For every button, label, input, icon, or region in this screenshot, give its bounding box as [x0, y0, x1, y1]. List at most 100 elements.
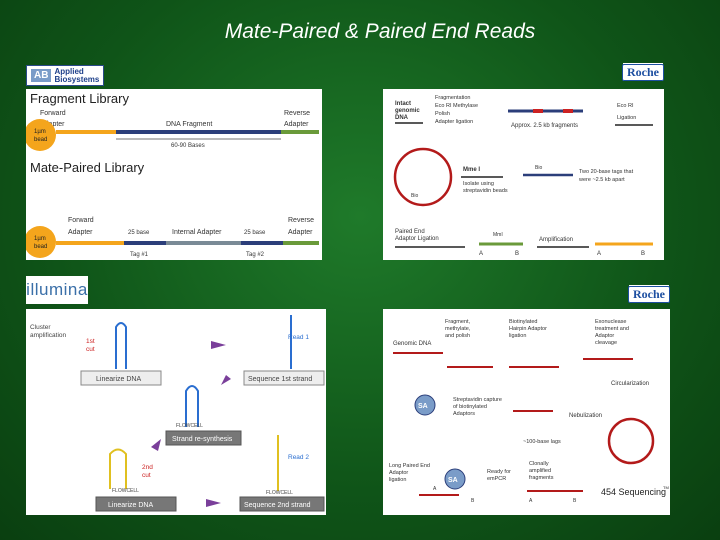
- approx-label: Approx. 2.5 kb fragments: [511, 123, 578, 129]
- amplification-label: Amplification: [539, 237, 573, 243]
- paired-end-line1: Paired End: [395, 229, 425, 235]
- label-b-454-right: B: [573, 498, 577, 504]
- dna-fragment-bar: [116, 130, 281, 134]
- fragment-step-line2: methylate,: [445, 326, 471, 332]
- clonally-line3: fragments: [529, 475, 554, 481]
- mp-adapter-left-label: Adapter: [68, 229, 93, 236]
- sequence2-label: Sequence 2nd strand: [244, 502, 311, 509]
- arrow-to-resynthesis: [221, 375, 231, 385]
- resynthesis-box: [165, 430, 242, 446]
- read1-label: Read 1: [288, 334, 309, 341]
- exonuclease-line1: Exonuclease: [595, 319, 627, 325]
- internal-adapter-bar: [166, 241, 241, 245]
- nebulization-label: Nebulization: [569, 413, 602, 419]
- illumina-paired-end-diagram: Cluster amplification 1st cut Linearize …: [30, 315, 325, 512]
- step-eco-methylase: Eco RI Methylase: [435, 103, 478, 109]
- ab-logo-mark: AB: [31, 69, 52, 82]
- fragment-marker-1: [533, 109, 543, 113]
- linearize2-box: [95, 496, 177, 512]
- base25-right-label: 25 base: [244, 230, 266, 236]
- step-eco-ri: Eco RI: [617, 103, 634, 109]
- roche-logo-bottom: Roche: [628, 285, 670, 303]
- bead-label-1: 1µm: [34, 129, 46, 135]
- ready-line2: emPCR: [487, 476, 506, 482]
- mme-short-label: MmI: [493, 232, 503, 238]
- forward-adapter-bar: [56, 130, 116, 134]
- label-a-right: A: [597, 251, 601, 257]
- bead-mate-paired: [26, 226, 56, 258]
- exonuclease-line4: cleavage: [595, 340, 617, 346]
- genomic-dna-label: Genomic DNA: [393, 341, 431, 347]
- paired-end-line2: Adaptor Ligation: [395, 236, 439, 242]
- intact-dna-line1: Intact: [395, 101, 411, 107]
- biotinylated-line3: ligation: [509, 333, 526, 339]
- tag2-label: Tag #2: [246, 252, 265, 258]
- circularized-dna: [393, 147, 453, 207]
- second-cut-line1: 2nd: [142, 464, 153, 471]
- lags-label: ~100-base lags: [523, 439, 561, 445]
- mp-forward-adapter-bar: [56, 241, 124, 245]
- fragment-marker-2: [563, 109, 573, 113]
- mme-label: Mme I: [463, 167, 480, 173]
- mp-adapter-right-label: Adapter: [288, 229, 313, 236]
- label-a-454-left: A: [433, 486, 437, 492]
- roche-454-diagram: Genomic DNA Fragment, methylate, and pol…: [389, 319, 669, 504]
- tags-note-line1: Two 20-base tags that: [579, 169, 634, 175]
- isolate-line2: streptavidin beads: [463, 188, 508, 194]
- long-paired-line2: Adaptor: [389, 470, 408, 476]
- flowcell-label-3: FLOWCELL: [266, 490, 293, 496]
- cluster-strand: [115, 322, 127, 369]
- fragment-library-heading: Fragment Library: [30, 91, 129, 106]
- intact-dna-line2: genomic: [395, 108, 420, 114]
- reverse-label: Reverse: [284, 110, 310, 117]
- fragment-library-panel: Fragment Library Forward Adapter DNA Fra…: [26, 89, 322, 260]
- fragment-step-line1: Fragment,: [445, 319, 471, 325]
- mp-reverse-label: Reverse: [288, 217, 314, 224]
- roche-logo-top: Roche: [622, 63, 664, 81]
- step-polish: Polish: [435, 111, 450, 117]
- adapter-label-left: Adapter: [40, 121, 65, 128]
- cluster-amp-line1: Cluster: [30, 324, 51, 331]
- circularized-dna-454: [607, 417, 655, 465]
- second-cluster-strand: [109, 448, 127, 489]
- resynthesis-strand: [185, 385, 199, 427]
- step-fragmentation: Fragmentation: [435, 95, 470, 101]
- exonuclease-line2: treatment and: [595, 326, 629, 332]
- tag1-label: Tag #1: [130, 252, 149, 258]
- forward-label: Forward: [40, 110, 66, 117]
- mp-forward-label: Forward: [68, 217, 94, 224]
- mp-reverse-adapter-bar: [283, 241, 319, 245]
- bead-label-2: bead: [34, 137, 47, 143]
- roche-454-panel: Genomic DNA Fragment, methylate, and pol…: [383, 309, 670, 515]
- applied-biosystems-label: Applied Biosystems: [54, 66, 100, 84]
- sa-label-2: SA: [448, 477, 458, 484]
- reverse-adapter-bar: [281, 130, 319, 134]
- roche-mate-paired-panel: Intact genomic DNA Fragmentation Eco RI …: [383, 89, 664, 260]
- cluster-amp-line2: amplification: [30, 332, 67, 339]
- illumina-paired-end-panel: Cluster amplification 1st cut Linearize …: [26, 309, 326, 515]
- sa-label-1: SA: [418, 403, 428, 410]
- sequence1-box: [243, 370, 325, 386]
- fragment-library-diagram: Fragment Library Forward Adapter DNA Fra…: [26, 91, 319, 258]
- step-adapter-ligation: Adapter ligation: [435, 119, 473, 125]
- label-b-right: B: [641, 251, 645, 257]
- bead-fragment: [26, 119, 56, 151]
- biotinylated-line1: Biotinylated: [509, 319, 537, 325]
- mp-bead-label-1: 1µm: [34, 236, 46, 242]
- first-cut-line1: 1st: [86, 338, 95, 345]
- streptavidin-line2: of biotinylated: [453, 404, 487, 410]
- isolate-line1: Isolate using: [463, 181, 494, 187]
- sa-bead-1: [414, 394, 436, 416]
- linearize1-box: [80, 370, 162, 386]
- adapter-label-right: Adapter: [284, 121, 309, 128]
- first-cut-line2: cut: [86, 346, 95, 353]
- illumina-logo: illumina: [26, 276, 88, 304]
- long-paired-line1: Long Paired End: [389, 463, 430, 469]
- tag1-bar: [124, 241, 166, 245]
- arrow-to-2nd-cut: [151, 439, 161, 451]
- page-title: Mate-Paired & Paired End Reads: [224, 20, 536, 43]
- sequence1-label: Sequence 1st strand: [248, 376, 312, 383]
- arrow-to-read1: [211, 341, 226, 349]
- roche-mate-paired-diagram: Intact genomic DNA Fragmentation Eco RI …: [393, 95, 653, 257]
- resynthesis-label: Strand re-synthesis: [172, 436, 233, 443]
